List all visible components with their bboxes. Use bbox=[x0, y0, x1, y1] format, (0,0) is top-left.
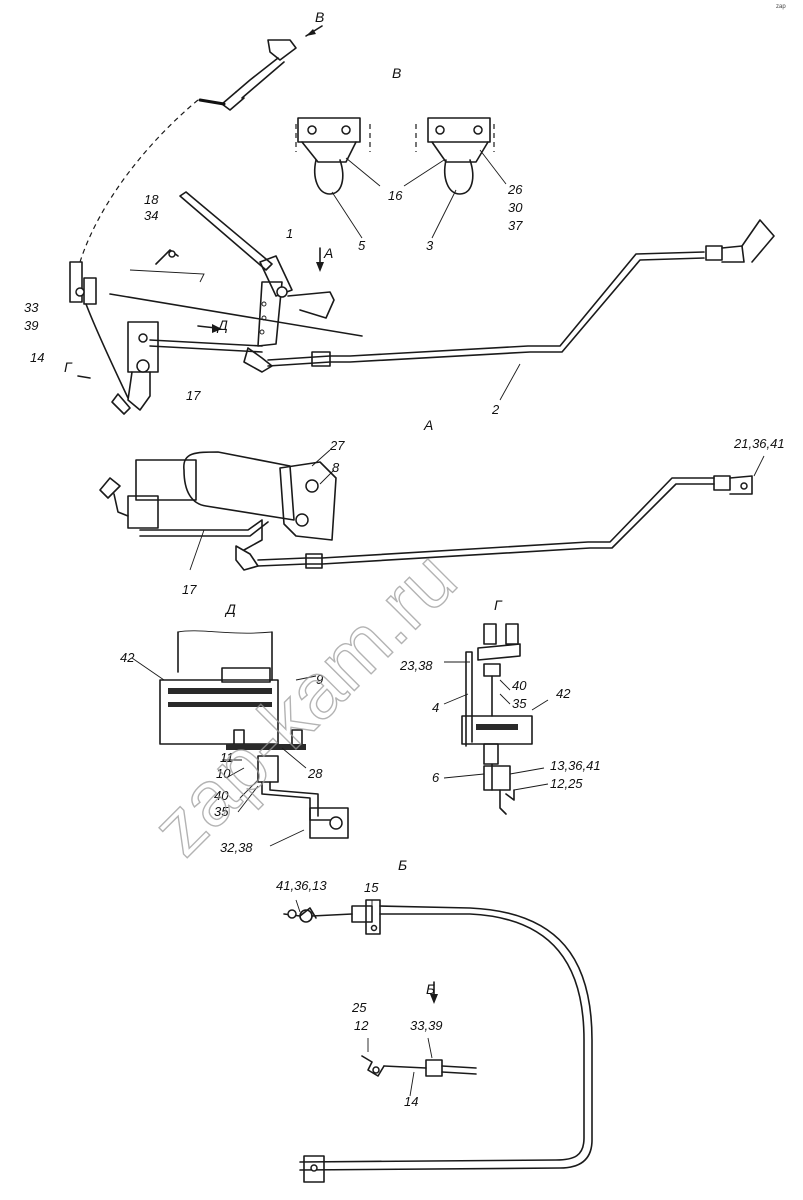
callout-42-d: 42 bbox=[120, 650, 135, 665]
callout-33-top: 33 bbox=[24, 300, 39, 315]
callout-3: 3 bbox=[426, 238, 434, 253]
callout-18: 18 bbox=[144, 192, 159, 207]
view-arrow-g-label: Г bbox=[64, 359, 73, 375]
callout-40-d: 40 bbox=[214, 788, 229, 803]
callout-37: 37 bbox=[508, 218, 523, 233]
view-d-assembly bbox=[131, 630, 349, 847]
callout-32-38: 32,38 bbox=[220, 840, 253, 855]
callout-14-top: 14 bbox=[30, 350, 44, 365]
view-arrow-d-label: Д bbox=[216, 317, 228, 333]
callout-1: 1 bbox=[286, 226, 293, 241]
linkage-rod-17 bbox=[127, 321, 263, 411]
callout-10: 10 bbox=[216, 766, 231, 781]
view-arrow-b-label: Б bbox=[426, 981, 435, 997]
callout-23-38: 23,38 bbox=[399, 658, 433, 673]
callout-5: 5 bbox=[358, 238, 366, 253]
callout-15: 15 bbox=[364, 880, 379, 895]
callout-8: 8 bbox=[332, 460, 340, 475]
view-b-detail bbox=[361, 1037, 477, 1097]
callout-30: 30 bbox=[508, 200, 523, 215]
callout-17-top: 17 bbox=[186, 388, 201, 403]
view-title-v: В bbox=[392, 65, 401, 81]
view-title-b: Б bbox=[398, 857, 407, 873]
view-title-v-arrow: В bbox=[315, 9, 324, 25]
callout-42-g: 42 bbox=[556, 686, 571, 701]
callout-35-d: 35 bbox=[214, 804, 229, 819]
corner-mark: zap bbox=[776, 4, 786, 10]
callout-11: 11 bbox=[220, 750, 234, 765]
callout-35-g: 35 bbox=[512, 696, 527, 711]
callout-25: 25 bbox=[351, 1000, 367, 1015]
view-title-g: Г bbox=[494, 597, 503, 613]
callout-6: 6 bbox=[432, 770, 440, 785]
arrow-g-marker bbox=[77, 375, 91, 379]
callout-12: 12 bbox=[354, 1018, 369, 1033]
callout-9: 9 bbox=[316, 672, 323, 687]
callout-2: 2 bbox=[491, 402, 500, 417]
bracket-detail-left bbox=[295, 117, 381, 239]
callout-13-36-41: 13,36,41 bbox=[550, 758, 601, 773]
view-b-cable bbox=[283, 899, 593, 1183]
callout-41-36-13: 41,36,13 bbox=[276, 878, 327, 893]
view-title-d: Д bbox=[224, 601, 236, 617]
view-g-assembly bbox=[443, 623, 549, 815]
callout-12-25: 12,25 bbox=[550, 776, 583, 791]
bracket-33-39 bbox=[69, 261, 131, 415]
callout-16: 16 bbox=[388, 188, 403, 203]
pedal-assembly bbox=[109, 191, 363, 373]
callout-26: 26 bbox=[507, 182, 523, 197]
callout-40-g: 40 bbox=[512, 678, 527, 693]
hand-lever-assembly bbox=[79, 39, 297, 263]
callout-34: 34 bbox=[144, 208, 158, 223]
callout-27: 27 bbox=[329, 438, 345, 453]
callout-39-top: 39 bbox=[24, 318, 38, 333]
callout-14-bottom: 14 bbox=[404, 1094, 418, 1109]
view-a-assembly bbox=[99, 449, 337, 571]
callout-21-36-41: 21,36,41 bbox=[733, 436, 785, 451]
arrow-a-marker bbox=[316, 247, 324, 272]
arrow-d-marker bbox=[197, 324, 222, 333]
callout-33-39: 33,39 bbox=[410, 1018, 443, 1033]
view-arrow-v bbox=[305, 25, 323, 37]
arrow-b-marker bbox=[430, 981, 438, 1004]
callout-4: 4 bbox=[432, 700, 439, 715]
view-arrow-a-label: А bbox=[323, 245, 333, 261]
callout-17-a: 17 bbox=[182, 582, 197, 597]
callout-28: 28 bbox=[307, 766, 323, 781]
bracket-detail-right bbox=[403, 117, 507, 239]
cable-2 bbox=[267, 219, 775, 401]
view-title-a: А bbox=[423, 417, 433, 433]
cable-2-view-a bbox=[257, 455, 765, 569]
